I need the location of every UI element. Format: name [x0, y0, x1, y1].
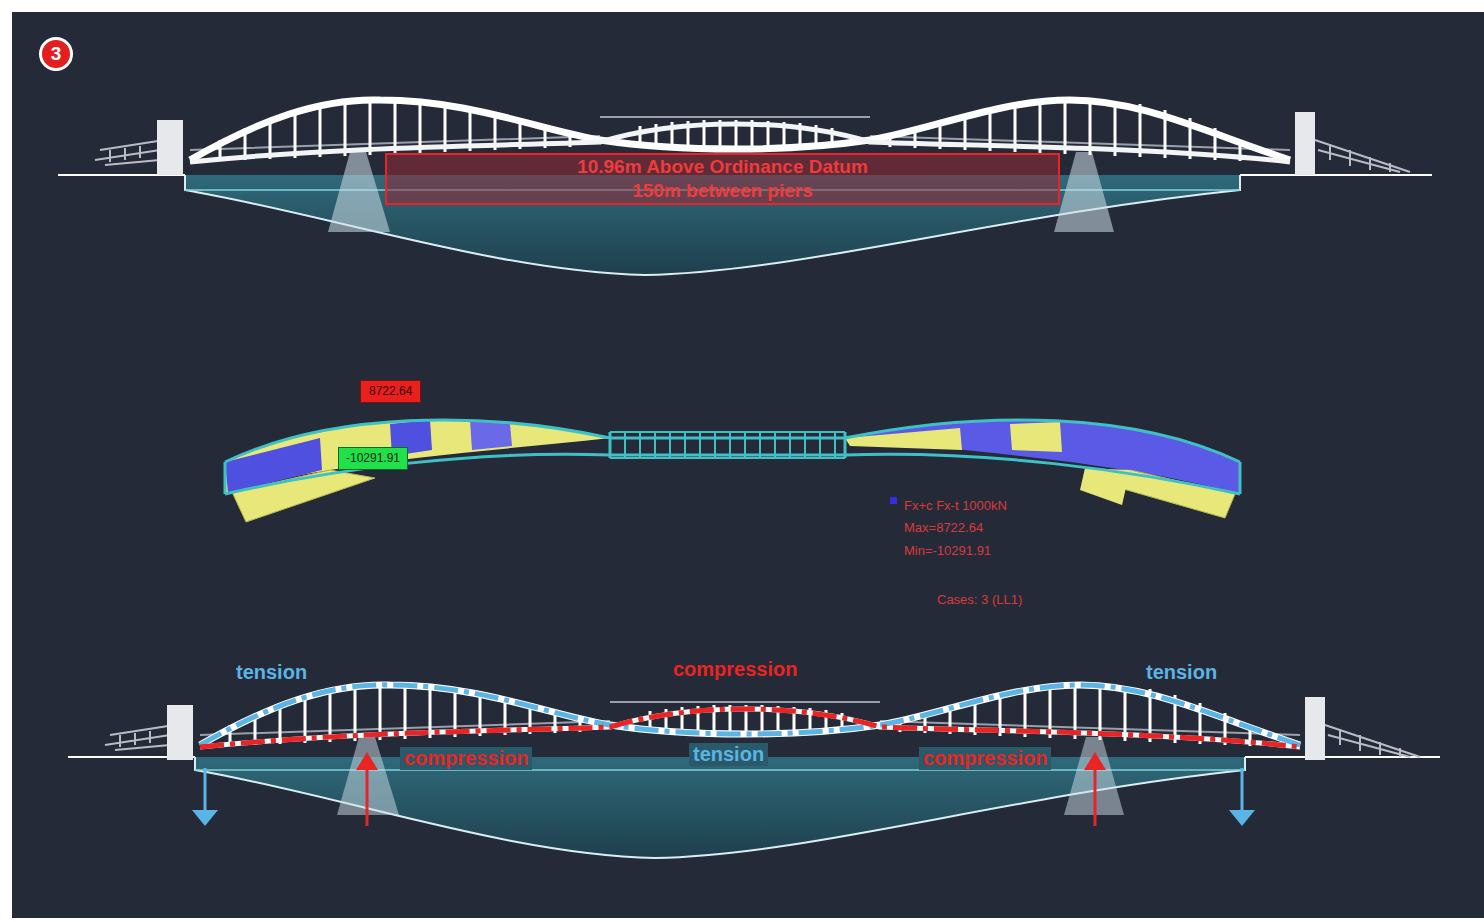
reaction-arrow: [204, 768, 207, 812]
force-label: tension: [1142, 661, 1221, 684]
reaction-arrow: [1241, 768, 1244, 812]
reaction-arrow: [1094, 768, 1097, 826]
min-force-tag: -10291.91: [338, 447, 408, 470]
node-text: 3: [51, 43, 62, 65]
pier: [328, 152, 390, 232]
force-label: compression: [669, 658, 801, 681]
legend-text: Min=-10291.91: [904, 543, 991, 558]
node-text: -10291.91: [346, 451, 400, 466]
reaction-arrow: [366, 768, 369, 826]
arrow-head: [1084, 752, 1106, 770]
legend-text: Fx+c Fx-t 1000kN: [904, 498, 1007, 513]
arrow-head: [1229, 810, 1255, 826]
arrow-head: [356, 752, 378, 770]
force-label: compression: [400, 747, 532, 770]
fea-model: [225, 420, 1240, 522]
max-force-tag: 8722.64: [360, 380, 421, 403]
compression-path: [200, 709, 1300, 747]
force-fill: [845, 428, 962, 450]
force-label: tension: [689, 743, 768, 766]
clearance-box: 10.96m Above Ordinance Datum150m between…: [385, 153, 1060, 205]
legend-text: Max=8722.64: [904, 520, 983, 535]
force-paths: [200, 685, 1300, 747]
node-text: 8722.64: [369, 384, 412, 399]
node-text: 150m between piers: [632, 179, 813, 203]
arrow-head: [192, 810, 218, 826]
legend-square: [890, 497, 897, 504]
force-fill: [1010, 422, 1062, 452]
force-fill: [1120, 470, 1235, 518]
background: [12, 12, 1484, 918]
force-label: compression: [919, 747, 1051, 770]
callout-circle: 3: [39, 37, 73, 71]
model-frame: [225, 420, 1240, 494]
node-text: 10.96m Above Ordinance Datum: [577, 155, 868, 179]
force-fill: [470, 420, 512, 450]
load-case-text: Cases: 3 (LL1): [937, 592, 1022, 607]
force-label: tension: [232, 661, 311, 684]
pier: [1054, 152, 1114, 232]
model-truss: [610, 432, 845, 458]
